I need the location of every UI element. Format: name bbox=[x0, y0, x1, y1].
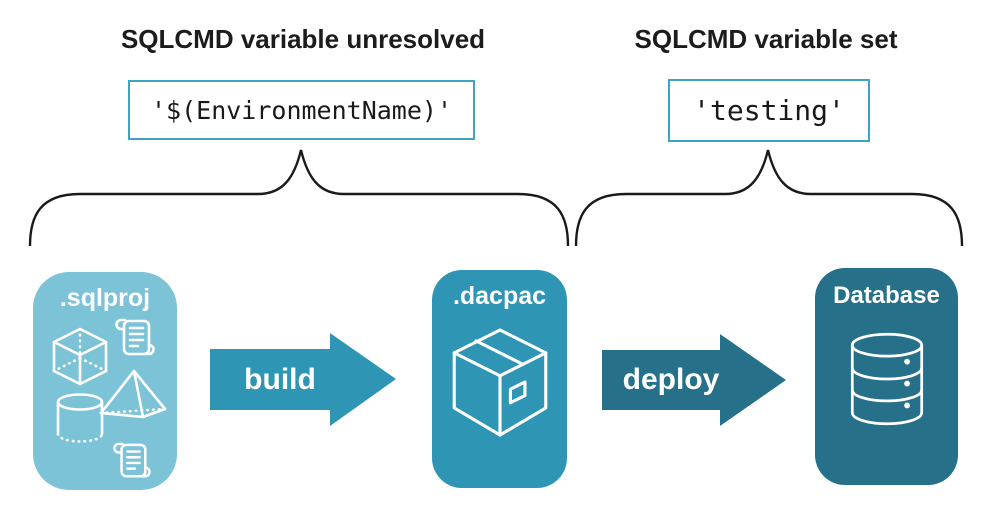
dacpac-card: .dacpac bbox=[432, 270, 567, 488]
dacpac-label: .dacpac bbox=[452, 282, 547, 310]
testing-value-text: 'testing' bbox=[693, 94, 845, 127]
script-scroll-icon bbox=[113, 440, 151, 484]
unresolved-title: SQLCMD variable unresolved bbox=[120, 24, 486, 54]
environment-variable-text: '$(EnvironmentName)' bbox=[150, 95, 453, 125]
left-brace bbox=[28, 149, 570, 247]
database-label: Database bbox=[833, 282, 940, 309]
deploy-label: deploy bbox=[622, 363, 720, 396]
database-card: Database bbox=[815, 268, 958, 485]
cube-icon bbox=[47, 326, 113, 388]
environment-variable-box: '$(EnvironmentName)' bbox=[128, 80, 475, 140]
right-brace bbox=[574, 149, 964, 247]
sqlproj-card: .sqlproj bbox=[33, 272, 177, 490]
database-cylinder-icon bbox=[845, 330, 929, 428]
testing-value-box: 'testing' bbox=[668, 79, 870, 142]
set-title: SQLCMD variable set bbox=[634, 24, 898, 54]
package-box-icon bbox=[448, 324, 552, 442]
pyramid-icon bbox=[99, 368, 167, 420]
build-label: build bbox=[244, 363, 316, 396]
script-scroll-icon bbox=[115, 316, 155, 362]
cylinder-icon bbox=[55, 392, 105, 444]
sqlproj-label: .sqlproj bbox=[59, 284, 151, 312]
